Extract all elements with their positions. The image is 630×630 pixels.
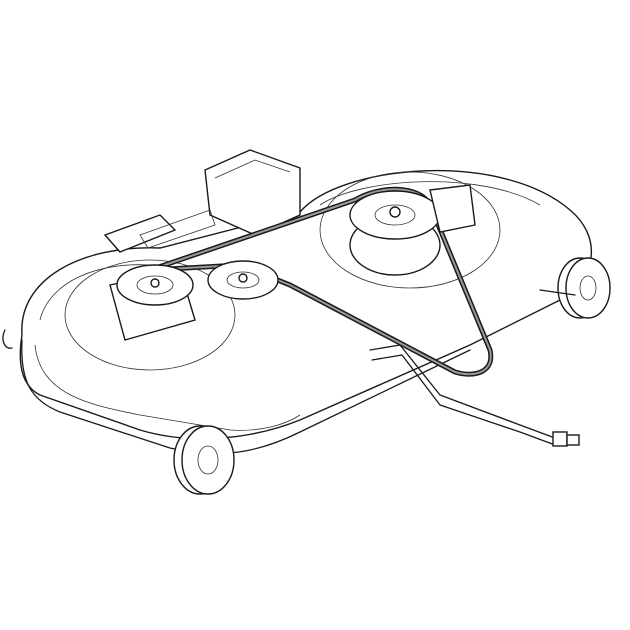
pulley-right (349, 184, 476, 276)
control-cable (369, 344, 580, 447)
pulley-left (109, 264, 196, 341)
anti-scalp-wheel-left (173, 425, 235, 495)
drive-belt (147, 186, 494, 377)
pulley-idler (207, 260, 279, 300)
cable-fitting (552, 431, 568, 447)
deck-handle-left (2, 329, 13, 349)
spring (139, 209, 216, 249)
anti-scalp-wheel-right (539, 257, 611, 319)
center-bracket (103, 149, 301, 253)
